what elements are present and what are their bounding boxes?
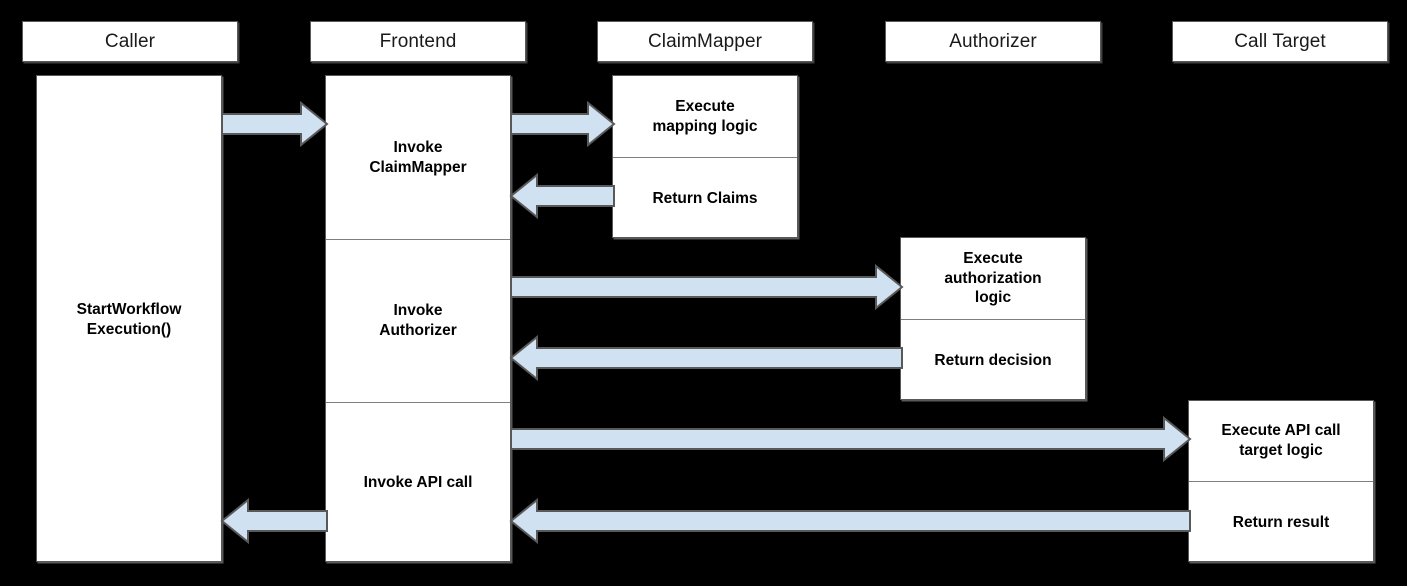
- segment-label-return-claims: Return Claims: [652, 189, 758, 207]
- column-header-label-call-target: Call Target: [1234, 31, 1326, 52]
- arrow-caller-to-frontend: [221, 100, 329, 148]
- column-header-label-frontend: Frontend: [379, 31, 457, 52]
- column-header-label-claimmapper: ClaimMapper: [647, 31, 763, 52]
- arrow-frontend-to-call-target: [510, 415, 1192, 463]
- column-header-call-target: Call Target: [1172, 21, 1388, 62]
- column-header-claimmapper: ClaimMapper: [597, 21, 813, 62]
- column-header-label-authorizer: Authorizer: [949, 31, 1037, 52]
- arrow-frontend-to-authorizer: [510, 263, 904, 311]
- arrow-claimmapper-to-frontend: [509, 172, 615, 220]
- segment-return-decision: Return decision: [901, 319, 1085, 401]
- column-header-label-caller: Caller: [104, 31, 156, 52]
- segment-invoke-api-call: Invoke API call: [326, 402, 510, 563]
- segment-label-invoke-api-call: Invoke API call: [363, 474, 473, 492]
- segment-return-result: Return result: [1189, 481, 1373, 563]
- segment-label-return-decision: Return decision: [934, 351, 1052, 369]
- arrow-call-target-to-frontend: [509, 497, 1191, 545]
- segment-return-claims: Return Claims: [613, 157, 797, 239]
- arrow-authorizer-to-frontend: [509, 334, 903, 382]
- segment-label-return-result: Return result: [1232, 513, 1330, 531]
- arrow-frontend-to-caller: [220, 497, 328, 545]
- column-header-caller: Caller: [22, 21, 238, 62]
- arrow-frontend-to-claimmapper: [510, 100, 616, 148]
- column-header-authorizer: Authorizer: [885, 21, 1101, 62]
- column-header-frontend: Frontend: [310, 21, 526, 62]
